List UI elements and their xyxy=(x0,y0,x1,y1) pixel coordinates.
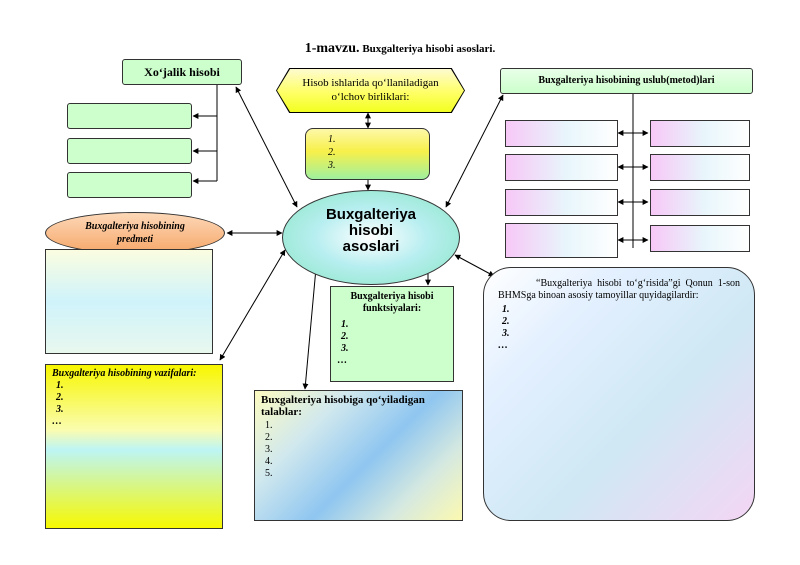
qonun-intro: “Buxgalteriya hisobi to‘g‘risida”gi Qonu… xyxy=(498,278,740,301)
olchov-item-3 xyxy=(338,159,429,172)
funksiyalar-box: Buxgalteriya hisobi funktsiyalari: … xyxy=(330,286,454,382)
vazifalar-more: … xyxy=(52,416,62,427)
talablar-item-4 xyxy=(275,456,456,468)
olchov-hexagon: Hisob ishlarida qo‘llaniladigan o‘lchov … xyxy=(277,69,464,112)
title-rest: Buxgalteriya hisobi asoslari. xyxy=(359,43,496,55)
funksiyalar-more: … xyxy=(337,355,347,366)
center-line-1: Buxgalteriya xyxy=(325,206,417,223)
olchov-item-2 xyxy=(338,146,429,159)
qonun-item-2 xyxy=(512,316,740,328)
xojalik-hisobi-box: Xo‘jalik hisobi xyxy=(122,59,242,85)
uslub-right-box-3 xyxy=(650,189,750,216)
page-title: 1-mavzu. Buxgalteriya hisobi asoslari. xyxy=(0,40,800,57)
talablar-item-2 xyxy=(275,432,456,444)
olchov-line-2: o‘lchov birliklari: xyxy=(331,91,410,103)
funksiyalar-heading: Buxgalteriya hisobi funktsiyalari: xyxy=(337,291,447,315)
central-node: Buxgalteriya hisobi asoslari xyxy=(282,190,460,285)
predmet-line-1: Buxgalteriya hisobining xyxy=(85,221,185,232)
uslub-right-box-2 xyxy=(650,154,750,181)
vazifalar-box: Buxgalteriya hisobining vazifalari: … xyxy=(45,364,223,529)
vazifalar-item-1 xyxy=(66,380,216,392)
uslub-box: Buxgalteriya hisobining uslub(metod)lari xyxy=(500,68,753,94)
talablar-item-5 xyxy=(275,468,456,480)
talablar-box: Buxgalteriya hisobiga qo‘yiladigan talab… xyxy=(254,390,463,521)
uslub-left-box-4 xyxy=(505,223,618,258)
talablar-item-1 xyxy=(275,420,456,432)
qonun-item-3 xyxy=(512,328,740,340)
predmet-empty-box xyxy=(45,249,213,354)
center-line-2: hisobi xyxy=(348,222,394,239)
talablar-heading: Buxgalteriya hisobiga qo‘yiladigan talab… xyxy=(261,394,425,418)
funksiyalar-item-3 xyxy=(351,343,447,355)
funksiyalar-item-1 xyxy=(351,319,447,331)
title-lead: 1-mavzu. xyxy=(304,41,360,56)
center-line-3: asoslari xyxy=(342,238,400,255)
uslub-right-box-4 xyxy=(650,225,750,252)
predmet-ellipse: Buxgalteriya hisobining predmeti xyxy=(45,212,225,254)
uslub-left-box-3 xyxy=(505,189,618,216)
arrow-center-xojalik xyxy=(235,86,298,208)
uslub-left-box-2 xyxy=(505,154,618,181)
arrow-center-talablar xyxy=(302,267,319,390)
xojalik-empty-box-3 xyxy=(67,172,192,198)
funksiyalar-line-1: Buxgalteriya hisobi xyxy=(350,291,434,302)
olchov-list-box xyxy=(305,128,430,180)
qonun-more: … xyxy=(498,340,508,351)
arrow-center-qonun xyxy=(454,254,495,277)
olchov-line-1: Hisob ishlarida qo‘llaniladigan xyxy=(302,77,439,89)
uslub-right-box-1 xyxy=(650,120,750,147)
funksiyalar-line-2: funktsiyalari: xyxy=(362,303,422,314)
qonun-item-1 xyxy=(512,304,740,316)
arrow-center-uslub xyxy=(445,94,504,208)
vazifalar-item-3 xyxy=(66,404,216,416)
xojalik-empty-box-1 xyxy=(67,103,192,129)
predmet-line-2: predmeti xyxy=(116,234,154,245)
olchov-item-1 xyxy=(338,133,429,146)
vazifalar-item-2 xyxy=(66,392,216,404)
funksiyalar-item-2 xyxy=(351,331,447,343)
qonun-box: “Buxgalteriya hisobi to‘g‘risida”gi Qonu… xyxy=(483,267,755,521)
arrow-center-vazifalar xyxy=(219,249,286,361)
talablar-item-3 xyxy=(275,444,456,456)
uslub-left-box-1 xyxy=(505,120,618,147)
xojalik-empty-box-2 xyxy=(67,138,192,164)
vazifalar-heading: Buxgalteriya hisobining vazifalari: xyxy=(52,368,197,379)
